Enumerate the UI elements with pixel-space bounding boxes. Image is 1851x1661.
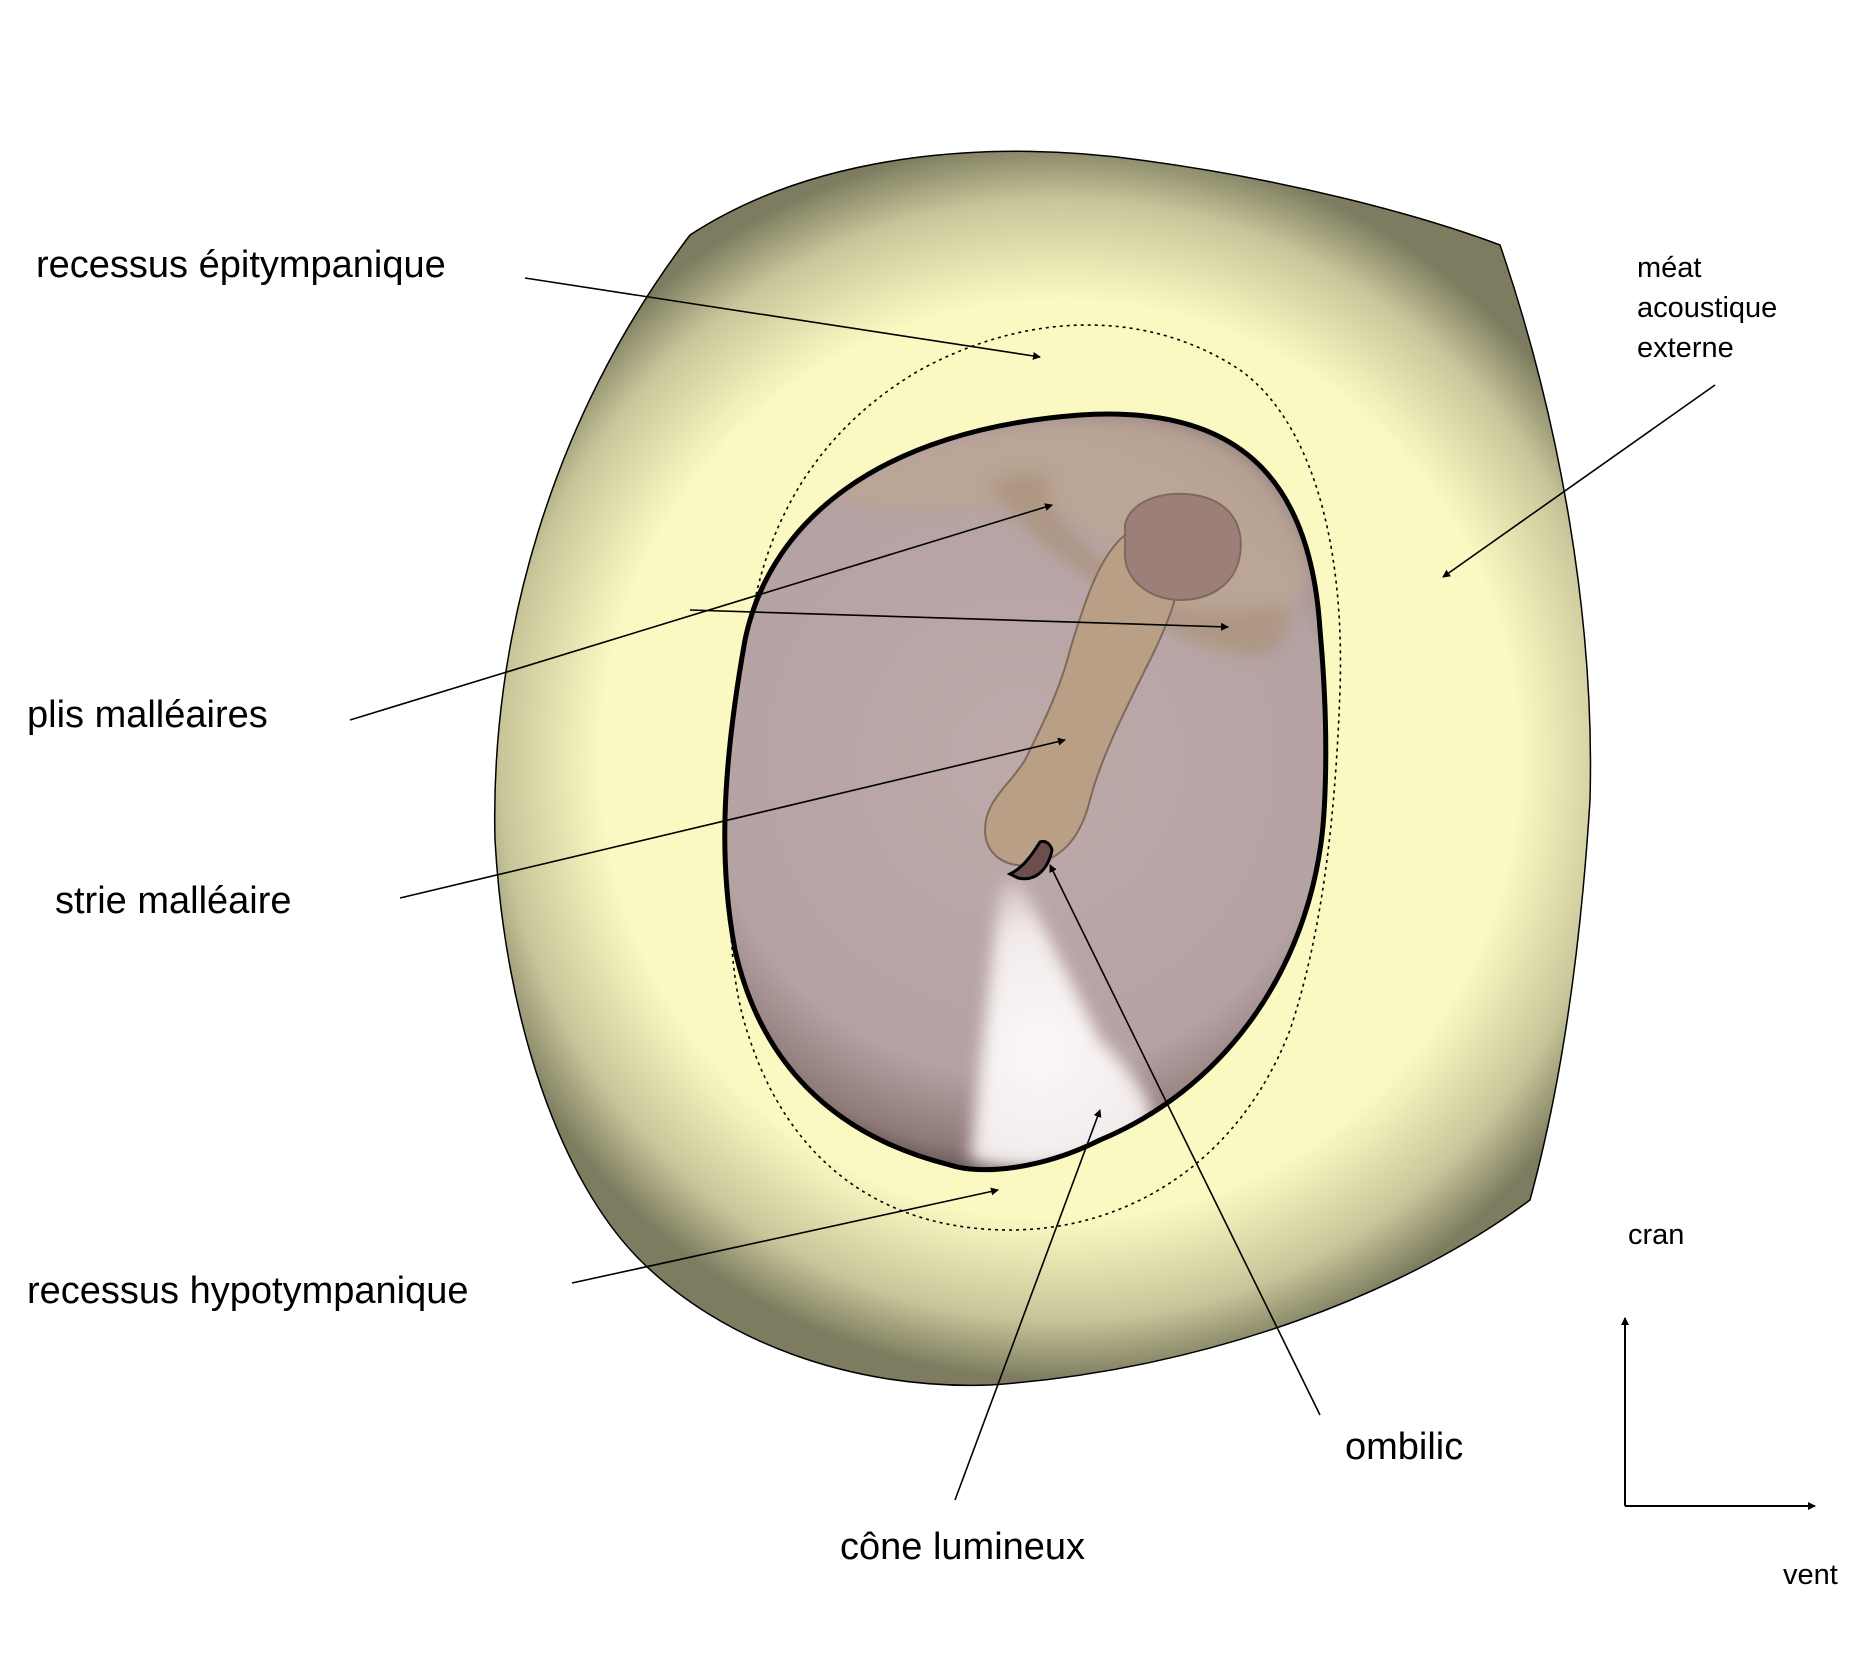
malleolar-folds [990,473,1290,656]
leader-cone-lumineux [954,1109,1102,1501]
tympanic-annulus-outline [722,411,1329,1173]
leader-recessus-hypotympanique [571,1187,999,1284]
label-meat-line1: méat [1637,252,1702,284]
label-vent: vent [1783,1559,1838,1591]
label-recessus-hypotympanique: recessus hypotympanique [27,1270,469,1312]
umbo [1006,839,1054,881]
orientation-axes [1621,1317,1816,1510]
recess-dotted-outline [729,324,1342,1231]
leader-ombilic [1049,864,1321,1416]
label-cone-lumineux: cône lumineux [840,1526,1086,1568]
leader-lines [349,277,1716,1501]
leader-recessus-epitympanique [524,277,1041,360]
leader-plis-malleaires-1 [349,503,1053,721]
label-meat-line3: externe [1637,332,1734,364]
leader-meat [1442,384,1716,578]
malleus-head [1124,492,1242,602]
label-meat-line2: acoustique [1637,292,1778,324]
label-ombilic: ombilic [1345,1426,1464,1468]
label-strie-malleaire: strie malléaire [55,880,292,922]
label-recessus-epitympanique: recessus épitympanique [36,244,446,286]
light-cone [970,880,1153,1169]
label-meat-acoustique-externe: méat acoustique externe [1637,248,1777,368]
leader-strie-malleaire [399,737,1066,899]
label-cran: cran [1628,1219,1685,1251]
leader-plis-malleaires-2 [689,609,1229,631]
label-plis-malleaires: plis malléaires [27,694,268,736]
